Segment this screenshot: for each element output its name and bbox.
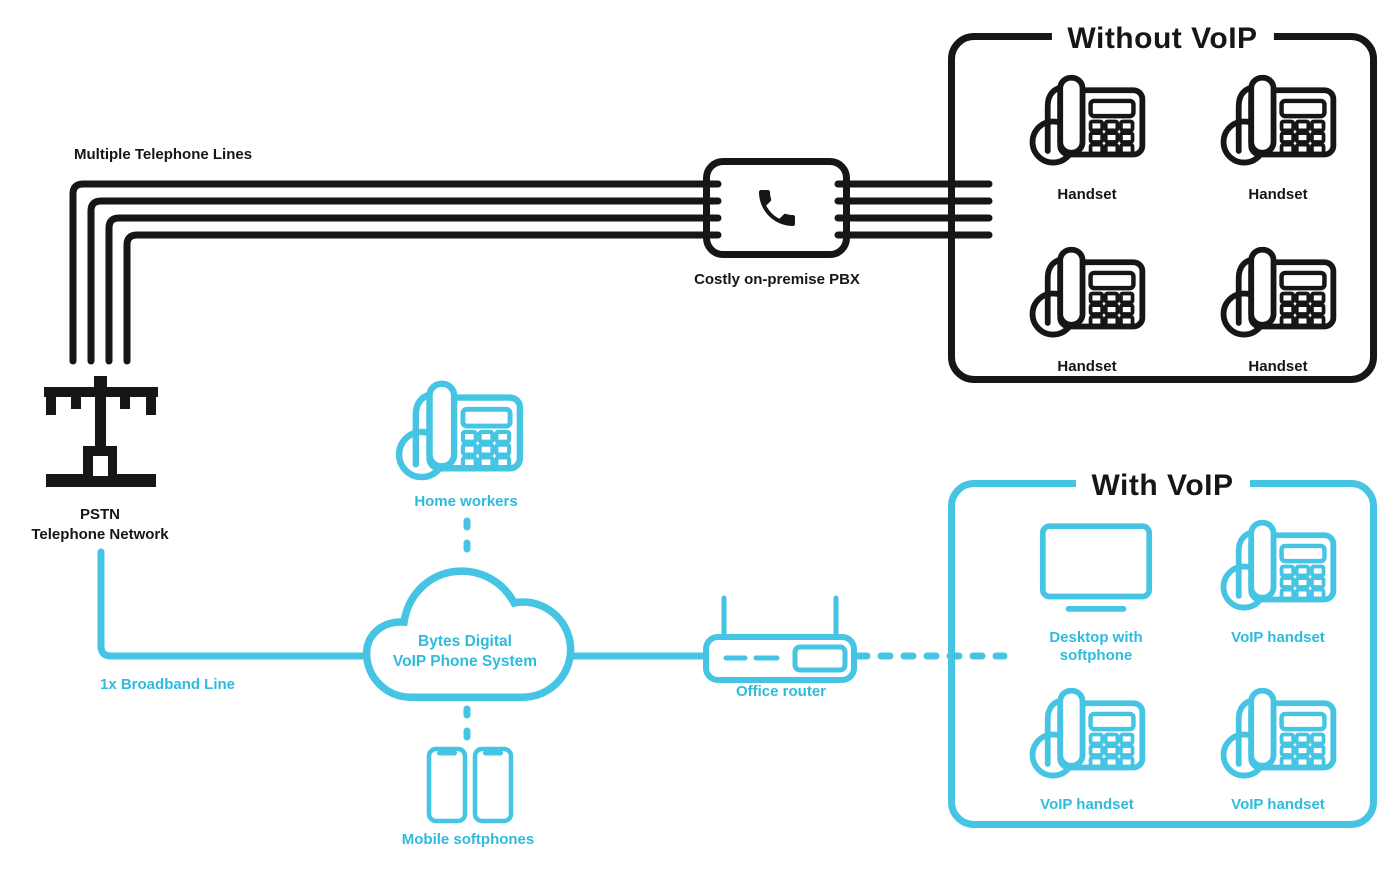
multiple-telephone-lines (69, 180, 993, 365)
handset-label: Handset (1057, 186, 1117, 203)
multiple-telephone-lines-label: Multiple Telephone Lines (74, 146, 253, 163)
pstn-label-line2: Telephone Network (31, 526, 169, 543)
voip-connection-lines (97, 517, 1008, 741)
voip-handset-cell-1: VoIP handset (1219, 512, 1337, 647)
voip-handset-label: VoIP handset (1231, 629, 1325, 646)
voip-handset-cell-2: VoIP handset (1028, 680, 1146, 814)
wifi-router-icon (703, 595, 857, 683)
handset-cell-3: Handset (1028, 239, 1146, 376)
cloud-icon (362, 567, 575, 701)
handset-cell-2: Handset (1219, 67, 1337, 204)
cloud-label-line2: VoIP Phone System (392, 652, 538, 670)
phone-receiver-icon (759, 190, 795, 226)
telephone-pole-icon (44, 376, 158, 487)
voip-handset-label: VoIP handset (1231, 796, 1325, 813)
desktop-softphone-label: Desktop with softphone (1049, 629, 1143, 664)
cloud-label-line1: Bytes Digital (418, 633, 512, 650)
with-voip-title: With VoIP (1075, 470, 1250, 502)
broadband-line-label: 1x Broadband Line (100, 676, 236, 693)
with-voip-box: With VoIP Desktop with softphone VoIP ha… (948, 470, 1377, 828)
handset-cell-1: Handset (1028, 67, 1146, 204)
handset-label: Handset (1057, 358, 1117, 375)
desk-phone-icon (394, 372, 524, 482)
without-voip-title: Without VoIP (1051, 23, 1274, 55)
voip-handset-label: VoIP handset (1040, 796, 1134, 813)
handset-cell-4: Handset (1219, 239, 1337, 376)
pbx-box (703, 158, 850, 258)
broadband-line (97, 548, 372, 660)
pbx-label: Costly on-premise PBX (694, 271, 860, 288)
without-voip-box: Without VoIP Handset Handset Handset Han… (948, 23, 1377, 383)
office-router-label: Office router (735, 683, 826, 700)
home-workers-label: Home workers (414, 493, 518, 510)
handset-label: Handset (1248, 358, 1308, 375)
pstn-label-line1: PSTN (79, 506, 120, 523)
smartphone-icon (426, 746, 514, 824)
mobile-softphones-label: Mobile softphones (401, 831, 535, 848)
voip-handset-cell-3: VoIP handset (1219, 680, 1337, 814)
desktop-softphone-cell: Desktop with softphone (1026, 522, 1166, 665)
handset-label: Handset (1248, 186, 1308, 203)
cloud-label: Bytes Digital VoIP Phone System (365, 632, 565, 671)
pstn-label: PSTN Telephone Network (0, 505, 200, 545)
